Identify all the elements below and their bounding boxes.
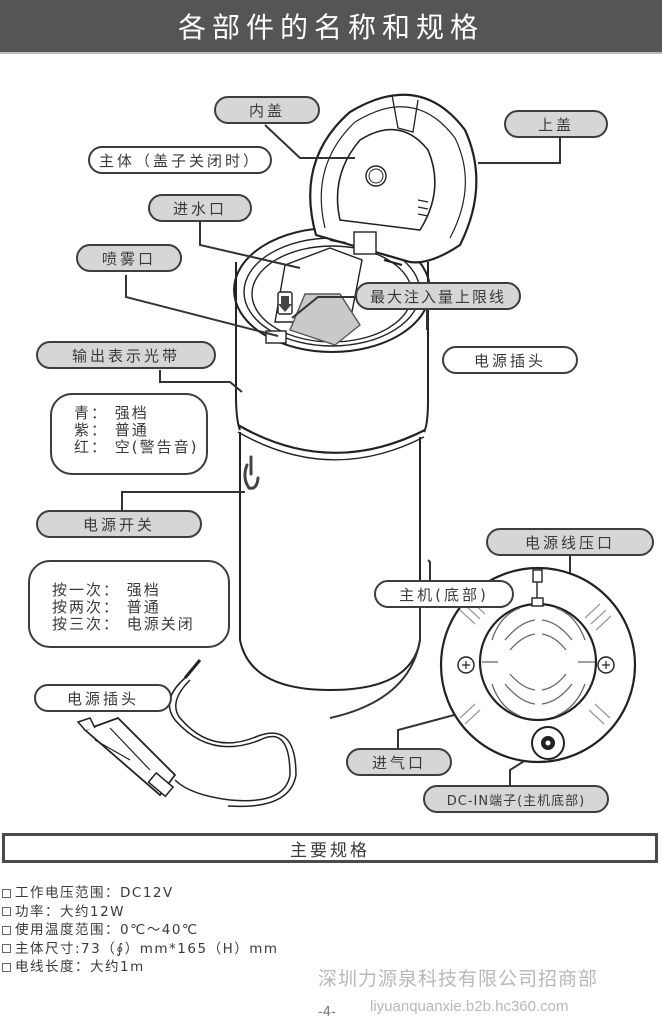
spec-text: 主体尺寸:73（∮）mm*165（H）mm [15,940,279,957]
url-watermark: liyuanquanxie.b2b.hc360.com [370,998,569,1015]
label-top-lid: 上盖 [504,110,608,138]
power-icon [243,455,260,490]
checkbox-icon [2,888,11,898]
checkbox-icon [2,962,11,972]
spec-text: 工作电压范围：DC12V [15,885,174,901]
light-legend-item: 青： 强档 [74,404,149,422]
page-number: -4- [318,1005,336,1020]
checkbox-icon [2,944,11,954]
main-body [235,262,429,692]
spec-item: 电线长度：大约1m [2,958,279,977]
spec-item: 工作电压范围：DC12V [2,884,279,903]
label-water-inlet: 进水口 [148,194,252,222]
label-main-unit-bottom: 主机(底部) [374,580,514,608]
switch-legend-item: 按三次： 电源关闭 [52,615,195,633]
label-output-light-band: 输出表示光带 [36,341,216,369]
label-dc-in: DC-IN端子(主机底部) [423,785,609,813]
checkbox-icon [2,907,11,917]
spec-item: 主体尺寸:73（∮）mm*165（H）mm [2,940,279,959]
company-watermark: 深圳力源泉科技有限公司招商部 [318,968,599,990]
car-plug [76,716,177,798]
spec-item: 使用温度范围：0℃～40℃ [2,921,279,940]
page-title: 各部件的名称和规格 [0,0,662,54]
power-cord [76,659,297,808]
light-legend-item: 红： 空(警告音) [74,438,199,456]
label-air-inlet: 进气口 [346,748,452,776]
switch-legend-box: 按一次： 强档 按两次： 普通 按三次： 电源关闭 [28,560,230,648]
switch-legend-item: 按两次： 普通 [52,598,161,616]
label-body-closed: 主体（盖子关闭时） [88,146,272,174]
spec-text: 使用温度范围：0℃～40℃ [15,922,199,938]
top-lid [309,93,478,266]
label-power-switch: 电源开关 [36,510,202,538]
bottom-view [439,566,637,764]
label-max-fill-line: 最大注入量上限线 [355,282,521,310]
product-diagram [76,93,637,808]
label-spray-outlet: 喷雾口 [76,244,182,272]
light-legend-box: 青： 强档 紫： 普通 红： 空(警告音) [50,393,208,475]
specs-list: 工作电压范围：DC12V 功率：大约12W 使用温度范围：0℃～40℃ 主体尺寸… [2,884,279,977]
spec-item: 功率：大约12W [2,903,279,922]
label-power-plug-left: 电源插头 [34,684,172,712]
specs-title: 主要规格 [2,833,658,863]
label-cord-clamp: 电源线压口 [486,528,654,556]
spec-text: 功率：大约12W [15,903,126,920]
switch-legend-item: 按一次： 强档 [52,581,161,599]
checkbox-icon [2,925,11,935]
spec-text: 电线长度：大约1m [15,959,145,975]
light-legend-item: 紫： 普通 [74,421,149,439]
label-inner-lid: 内盖 [214,96,320,124]
label-power-plug-right: 电源插头 [442,346,578,374]
